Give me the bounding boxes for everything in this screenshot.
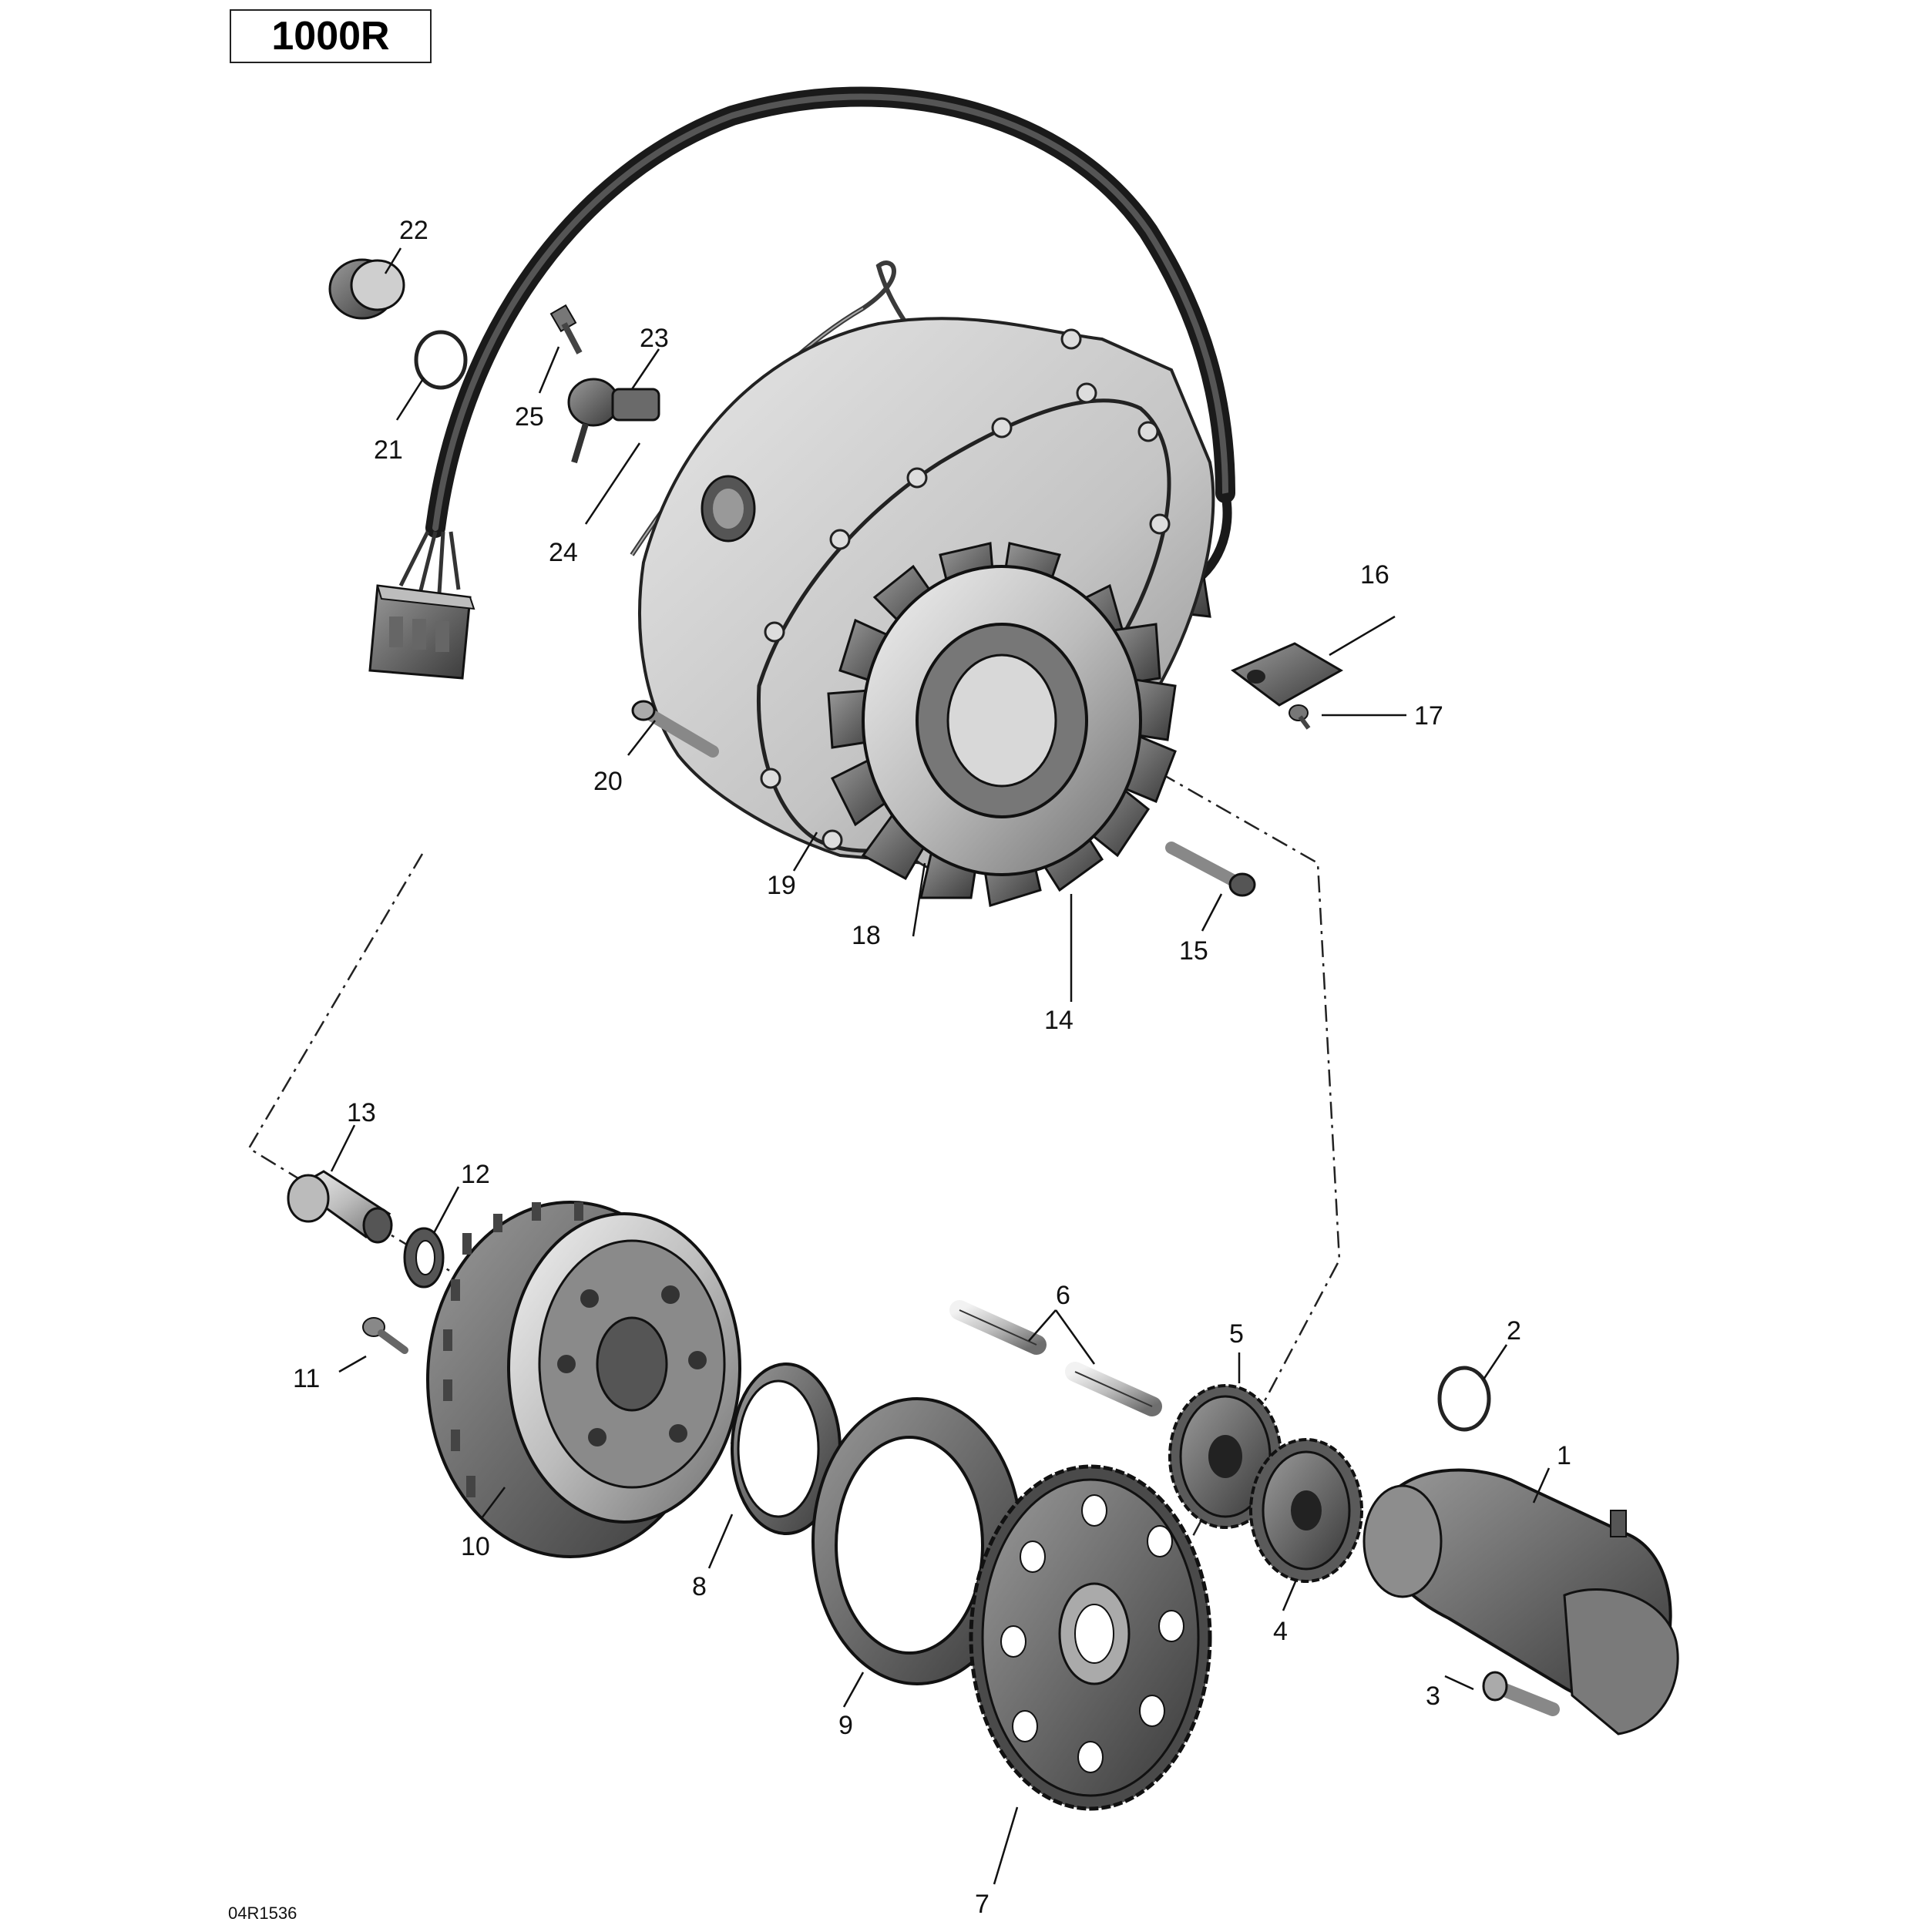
shafts: [949, 1300, 1162, 1416]
starter: [1362, 1468, 1679, 1735]
sensor: [567, 378, 660, 464]
clip: [1231, 642, 1344, 707]
rotor: [426, 1201, 741, 1558]
plug: [328, 258, 405, 320]
callout-8: 8: [692, 1572, 707, 1601]
callout-9: 9: [838, 1711, 853, 1740]
callout-14: 14: [1044, 1006, 1074, 1035]
model-label: 1000R: [230, 9, 432, 63]
stator-screw: [1165, 842, 1256, 897]
rotor-bolt: [287, 1170, 393, 1244]
callout-19: 19: [767, 871, 796, 900]
callout-17: 17: [1414, 701, 1443, 731]
callout-10: 10: [461, 1532, 490, 1561]
gear-lower: [1249, 1438, 1363, 1583]
callout-20: 20: [593, 767, 623, 796]
callout-5: 5: [1229, 1319, 1244, 1349]
callout-24: 24: [549, 538, 578, 567]
callout-7: 7: [975, 1890, 990, 1919]
sensor-screw: [549, 304, 583, 354]
callout-13: 13: [347, 1098, 376, 1127]
starter-screw: [1482, 1671, 1560, 1716]
callout-18: 18: [852, 921, 881, 950]
harness-connector: [368, 530, 475, 680]
cover-plate: [811, 1397, 1023, 1685]
callout-4: 4: [1273, 1617, 1288, 1646]
callout-11: 11: [293, 1364, 320, 1393]
callout-22: 22: [399, 216, 428, 245]
o-ring-starter: [1437, 1366, 1491, 1432]
callout-15: 15: [1179, 936, 1208, 966]
callout-25: 25: [515, 402, 544, 432]
leader-lines: [330, 247, 1551, 1885]
clip-screw: [1289, 704, 1311, 730]
washer: [403, 1227, 445, 1289]
o-ring-top: [414, 330, 468, 390]
callout-2: 2: [1507, 1316, 1521, 1346]
reference-code: 04R1536: [228, 1903, 297, 1923]
callout-12: 12: [461, 1160, 490, 1189]
stator: [827, 542, 1177, 907]
small-screw: [362, 1317, 408, 1354]
cover-screw: [631, 700, 719, 758]
bearing: [731, 1362, 842, 1535]
callout-3: 3: [1426, 1682, 1440, 1711]
callout-21: 21: [374, 435, 403, 465]
callout-23: 23: [640, 324, 669, 353]
callout-labels: 1 2 3 4 5 6 7 8 9 10 11 12 13 14 15 16 1…: [293, 216, 1571, 1919]
callout-6: 6: [1056, 1281, 1070, 1310]
callout-1: 1: [1557, 1441, 1571, 1470]
callout-16: 16: [1360, 560, 1389, 590]
sprocket-gear: [969, 1464, 1212, 1811]
